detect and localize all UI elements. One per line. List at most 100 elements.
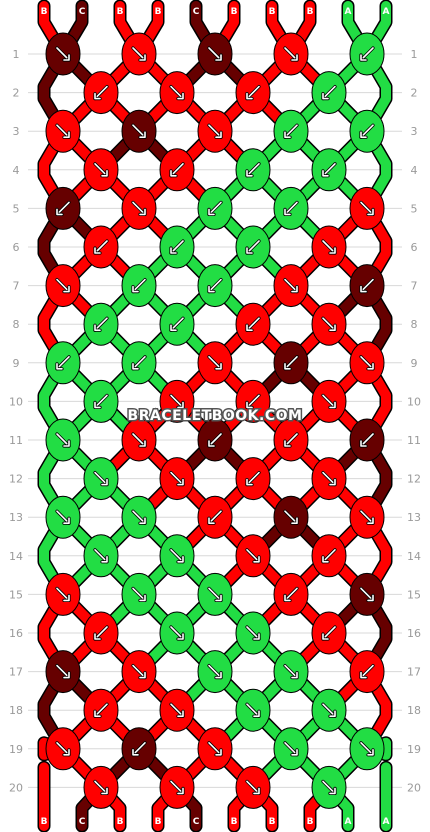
knot [311, 148, 347, 192]
arrow-down-right-icon [55, 46, 71, 62]
row-number-left: 7 [13, 280, 20, 293]
knot [197, 264, 233, 308]
knot [197, 186, 233, 230]
row-number-right: 16 [407, 627, 421, 640]
knot [83, 71, 119, 115]
top-strand-label: B [269, 7, 276, 17]
row-number-right: 9 [411, 357, 418, 370]
arrow-down-right-icon [321, 779, 337, 796]
arrow-down-right-icon [169, 702, 185, 718]
knot [45, 650, 81, 694]
arrow-down-right-icon [93, 779, 109, 796]
arrow-down-right-icon [169, 471, 185, 487]
arrow-down-right-icon [169, 625, 185, 641]
knot [197, 650, 233, 694]
knot [235, 688, 271, 732]
arrow-down-left-icon [283, 200, 299, 216]
arrow-down-left-icon [245, 316, 261, 332]
knot [197, 495, 233, 539]
bottom-strand-label: A [345, 817, 352, 827]
knot [349, 418, 385, 462]
arrow-down-right-icon [55, 741, 71, 757]
row-number-right: 6 [411, 241, 418, 254]
knot [235, 765, 271, 809]
knot [273, 341, 309, 385]
arrow-down-left-icon [207, 278, 223, 294]
arrow-down-right-icon [169, 779, 185, 796]
arrow-down-right-icon [207, 741, 223, 757]
arrow-down-left-icon [359, 123, 375, 139]
bottom-strand-label: C [193, 817, 200, 827]
arrow-down-right-icon [55, 432, 71, 448]
arrow-down-right-icon [93, 471, 109, 487]
knot [83, 611, 119, 655]
knot [349, 341, 385, 385]
knot [235, 302, 271, 346]
arrow-down-right-icon [321, 471, 337, 487]
knot [235, 457, 271, 501]
arrow-down-left-icon [131, 355, 147, 371]
arrow-down-right-icon [321, 393, 337, 409]
arrow-down-left-icon [207, 200, 223, 216]
arrow-down-left-icon [359, 663, 375, 680]
knot [121, 264, 157, 308]
knot [121, 109, 157, 153]
bottom-strand-label: B [269, 817, 276, 827]
arrow-down-right-icon [131, 123, 147, 139]
knot [121, 341, 157, 385]
knot [235, 225, 271, 269]
arrow-down-right-icon [55, 123, 71, 139]
knot [311, 688, 347, 732]
row-number-left: 18 [9, 704, 23, 717]
arrow-down-left-icon [93, 702, 109, 718]
knot [45, 727, 81, 771]
arrow-down-left-icon [359, 46, 375, 62]
row-number-right: 12 [407, 473, 421, 486]
row-number-right: 10 [407, 395, 421, 408]
knot [349, 109, 385, 153]
knot [273, 495, 309, 539]
row-number-left: 12 [9, 473, 23, 486]
knot [235, 379, 271, 423]
arrow-down-right-icon [169, 84, 185, 101]
arrow-down-right-icon [131, 46, 147, 62]
knot [311, 71, 347, 115]
knot [83, 225, 119, 269]
top-strand-label: C [79, 7, 86, 17]
bottom-strand-label: A [383, 817, 390, 827]
row-number-right: 8 [411, 318, 418, 331]
knot [235, 611, 271, 655]
arrow-down-right-icon [93, 162, 109, 178]
knot [121, 32, 157, 76]
knot [159, 225, 195, 269]
row-number-left: 4 [13, 164, 20, 177]
knot [45, 264, 81, 308]
knot [349, 572, 385, 616]
arrow-down-left-icon [245, 393, 261, 409]
arrow-down-right-icon [245, 779, 261, 796]
knot [349, 32, 385, 76]
arrow-down-left-icon [207, 432, 223, 448]
arrow-down-left-icon [131, 741, 147, 757]
top-strand-label: B [117, 7, 124, 17]
top-strand-label: B [41, 7, 48, 17]
arrow-down-left-icon [283, 432, 299, 448]
arrow-down-right-icon [207, 123, 223, 139]
arrow-down-left-icon [321, 84, 337, 101]
arrow-down-right-icon [131, 663, 147, 680]
knot [83, 379, 119, 423]
bottom-strand-label: C [79, 817, 86, 827]
arrow-down-right-icon [283, 509, 299, 525]
arrow-down-left-icon [93, 239, 109, 255]
knot [45, 495, 81, 539]
knot [45, 186, 81, 230]
row-number-left: 1 [13, 48, 20, 61]
knot [311, 225, 347, 269]
arrow-down-right-icon [359, 200, 375, 216]
arrow-down-right-icon [169, 393, 185, 409]
row-number-right: 14 [407, 550, 421, 563]
row-number-right: 7 [411, 280, 418, 293]
knot [197, 109, 233, 153]
arrow-down-right-icon [283, 278, 299, 294]
